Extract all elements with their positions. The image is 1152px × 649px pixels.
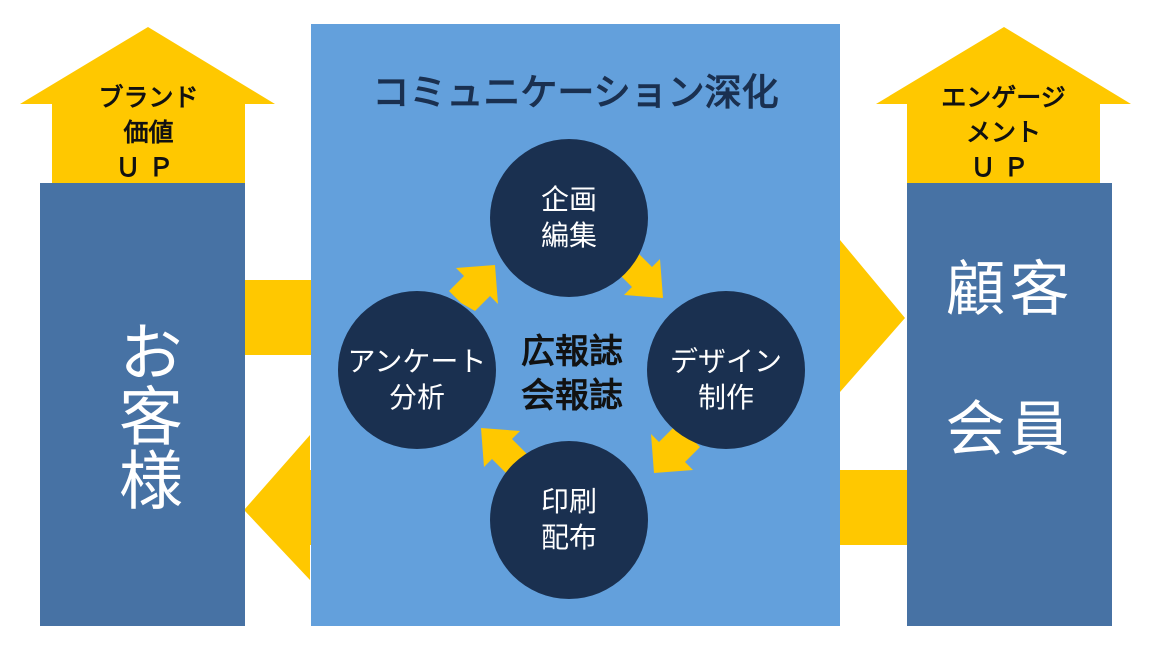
right-up-line2: メント bbox=[965, 118, 1041, 147]
circle-survey bbox=[338, 291, 496, 449]
hub-text: 広報誌 会報誌 bbox=[499, 330, 645, 418]
right-panel-label-top: 顧客 bbox=[945, 255, 1074, 325]
right-panel-label-bottom: 会員 bbox=[945, 395, 1074, 465]
circle-print-text: 印刷 配布 bbox=[489, 484, 649, 556]
left-up-line1: ブランド bbox=[98, 83, 199, 112]
circle-survey-line2: 分析 bbox=[388, 381, 445, 414]
right-up-arrow-text: エンゲージ メント ＵＰ bbox=[907, 80, 1100, 185]
left-panel bbox=[40, 183, 245, 626]
left-up-arrow-text: ブランド 価値 ＵＰ bbox=[52, 80, 245, 185]
circle-survey-line1: アンケート bbox=[347, 345, 487, 378]
left-up-line2: 価値 bbox=[123, 118, 174, 147]
circle-design-line2: 制作 bbox=[697, 381, 754, 414]
right-up-line3: ＵＰ bbox=[970, 153, 1037, 182]
circle-design bbox=[647, 291, 805, 449]
circle-plan bbox=[490, 139, 648, 297]
circle-print bbox=[490, 441, 648, 599]
circle-survey-text: アンケート 分析 bbox=[337, 344, 497, 416]
circle-design-line1: デザイン bbox=[669, 345, 782, 378]
left-up-line3: ＵＰ bbox=[115, 153, 182, 182]
hub-line1: 広報誌 bbox=[521, 332, 623, 372]
cycle-arrow-4 bbox=[449, 265, 498, 311]
circle-plan-line2: 編集 bbox=[540, 219, 597, 252]
right-panel bbox=[907, 183, 1112, 626]
center-title: コミュニケーション深化 bbox=[372, 71, 779, 114]
circle-plan-line1: 企画 bbox=[540, 183, 597, 216]
circle-print-line1: 印刷 bbox=[540, 485, 597, 518]
right-up-line1: エンゲージ bbox=[941, 83, 1066, 112]
left-up-arrow bbox=[20, 27, 275, 183]
circle-plan-text: 企画 編集 bbox=[489, 182, 649, 254]
right-up-arrow bbox=[876, 27, 1131, 183]
circle-print-line2: 配布 bbox=[540, 521, 597, 554]
circle-design-text: デザイン 制作 bbox=[646, 344, 806, 416]
left-panel-label: お客様 bbox=[108, 319, 182, 511]
right-panel-label: 顧客 会員 bbox=[907, 255, 1112, 465]
hub-line2: 会報誌 bbox=[521, 376, 623, 416]
